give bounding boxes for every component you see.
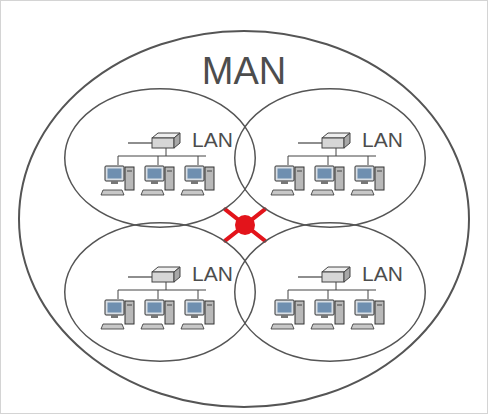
ellipse-border [235,223,426,362]
interconnect-line [225,209,265,240]
subnetwork-ellipse: LAN [64,222,256,362]
subnetwork-label: LAN [362,262,403,286]
ellipse-outline [234,88,426,228]
interconnect-dot [235,215,255,235]
ellipse-outline [64,88,256,228]
text-holder: LAN [192,262,233,286]
network-label: MAN [202,50,286,94]
text-holder: MAN [18,50,470,94]
text-holder: LAN [192,128,233,152]
ellipse-outline [234,222,426,362]
subnetwork-label: LAN [192,262,233,286]
subnetwork-label: LAN [362,128,403,152]
network-ellipse: MAN LAN LAN LAN LAN [18,30,470,408]
ellipse-border [235,89,426,228]
ellipse-border [19,31,469,407]
ellipse-outline [64,222,256,362]
ellipse-border [65,223,256,362]
subnetwork-ellipse: LAN [234,88,426,228]
ellipse-border [65,89,256,228]
subnetwork-ellipse: LAN [64,88,256,228]
text-holder: LAN [362,262,403,286]
interconnect-line [225,209,265,240]
subnetwork-label: LAN [192,128,233,152]
text-holder: LAN [362,128,403,152]
subnetwork-ellipse: LAN [234,222,426,362]
